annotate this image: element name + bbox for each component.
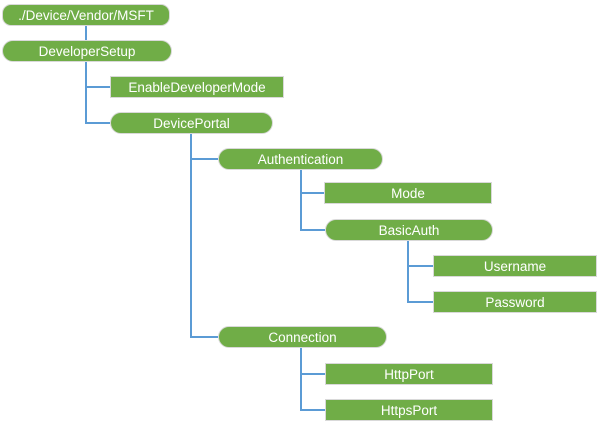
node-basicauth: BasicAuth bbox=[325, 219, 493, 241]
connector-branch-httpport bbox=[301, 373, 325, 375]
connector-root-to-developersetup bbox=[85, 26, 87, 40]
connector-authentication-trunk bbox=[300, 170, 302, 231]
node-username: Username bbox=[433, 255, 597, 277]
connector-branch-mode bbox=[301, 192, 324, 194]
connector-branch-httpsport bbox=[301, 409, 325, 411]
node-enabledevelopermode: EnableDeveloperMode bbox=[110, 76, 284, 98]
connector-basicauth-trunk bbox=[407, 241, 409, 303]
node-connection: Connection bbox=[218, 326, 387, 348]
node-httpsport: HttpsPort bbox=[325, 399, 493, 421]
connector-branch-authentication bbox=[191, 158, 218, 160]
connector-branch-deviceportal bbox=[86, 122, 110, 124]
connector-connection-trunk bbox=[300, 348, 302, 411]
connector-developersetup-trunk bbox=[85, 62, 87, 124]
node-authentication: Authentication bbox=[218, 148, 383, 170]
connector-branch-password bbox=[408, 301, 433, 303]
node-httpport: HttpPort bbox=[325, 363, 493, 385]
node-deviceportal: DevicePortal bbox=[110, 112, 273, 134]
connector-branch-enabledevelopermode bbox=[86, 86, 110, 88]
connector-branch-connection bbox=[191, 336, 218, 338]
connector-branch-basicauth bbox=[301, 229, 325, 231]
node-developersetup: DeveloperSetup bbox=[2, 40, 172, 62]
node-device-vendor-msft: ./Device/Vendor/MSFT bbox=[2, 4, 170, 26]
node-password: Password bbox=[433, 291, 597, 313]
connector-branch-username bbox=[408, 265, 433, 267]
node-mode: Mode bbox=[324, 182, 492, 204]
connector-deviceportal-trunk bbox=[190, 134, 192, 338]
